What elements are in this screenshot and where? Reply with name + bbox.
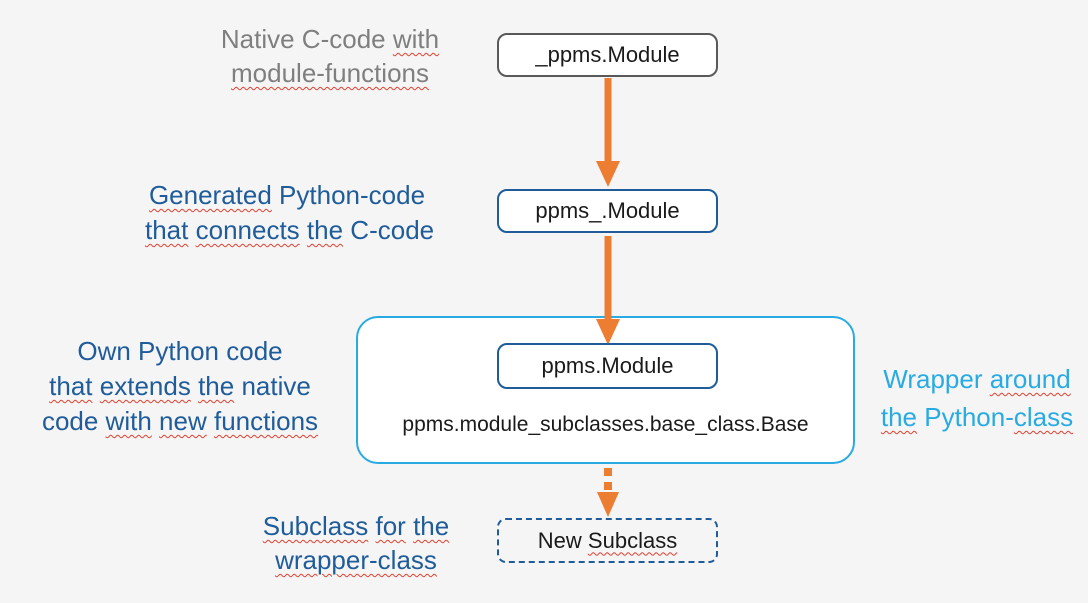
wrapper-container-box	[356, 316, 855, 464]
arrow-head	[597, 492, 619, 517]
label-own-python-code: Own Python code that extends the native …	[25, 334, 335, 439]
word: Python-code	[271, 180, 426, 210]
misspelled-word: that	[49, 371, 93, 401]
misspelled-word: class	[1013, 402, 1074, 432]
misspelled-word: the	[306, 215, 344, 245]
misspelled-word: around	[989, 364, 1071, 394]
node-label: New Subclass	[538, 528, 677, 554]
label-line: wrapper-class	[250, 543, 462, 577]
misspelled-word: wrapper-class	[275, 545, 437, 575]
misspelled-word: functions	[213, 406, 319, 436]
misspelled-word: the	[413, 511, 450, 541]
misspelled-word: the	[198, 371, 235, 401]
word: C-code	[343, 215, 435, 245]
word: native	[234, 371, 311, 401]
word: Native C-code	[220, 24, 393, 54]
word: code	[41, 406, 106, 436]
base-class-path-text: ppms.module_subclasses.base_class.Base	[402, 413, 809, 436]
misspelled-word: the	[880, 402, 918, 432]
word	[406, 511, 413, 541]
node-label: _ppms.Module	[535, 42, 680, 67]
misspelled-word: for	[375, 511, 406, 541]
label-wrapper-around: Wrapper around the Python-class	[866, 360, 1088, 436]
label-generated-python-code: Generated Python-code that connects the …	[145, 178, 434, 248]
label-line: Wrapper around	[866, 360, 1088, 398]
node-wrapper-module: ppms.Module	[497, 343, 718, 389]
word: Python-	[917, 402, 1014, 432]
label-native-c-code: Native C-code with module-functions	[205, 22, 455, 90]
word	[300, 215, 307, 245]
node-generated-module: ppms_.Module	[497, 189, 718, 233]
misspelled-word: Generated	[148, 180, 272, 210]
arrow-head	[596, 161, 620, 187]
label-line: that connects the C-code	[145, 213, 434, 248]
word	[368, 511, 375, 541]
node-label: ppms_.Module	[535, 198, 680, 223]
misspelled-word: that	[145, 215, 189, 245]
label-line: the Python-class	[866, 398, 1088, 436]
label-line: that extends the native	[25, 369, 335, 404]
label-line: code with new functions	[25, 404, 335, 439]
word	[152, 406, 159, 436]
node-label: ppms.Module	[541, 353, 674, 378]
label-subclass-for-wrapper: Subclass for the wrapper-class	[250, 509, 462, 577]
misspelled-word: with	[392, 24, 440, 54]
word	[191, 371, 198, 401]
word: New	[537, 527, 588, 553]
label-line: Subclass for the	[250, 509, 462, 543]
word	[188, 215, 195, 245]
node-new-subclass: New Subclass	[497, 518, 718, 563]
arrow-wrapper-to-subclass-dotted	[597, 468, 619, 517]
node-native-c-module: _ppms.Module	[497, 33, 718, 77]
word	[93, 371, 100, 401]
misspelled-word: Subclass	[587, 527, 678, 553]
misspelled-word: extends	[99, 371, 191, 401]
misspelled-word: new	[159, 406, 207, 436]
arrow-native-to-generated	[596, 78, 620, 187]
misspelled-word: with	[105, 406, 152, 436]
label-line: Native C-code with	[205, 22, 455, 56]
misspelled-word: connects	[195, 215, 300, 245]
label-line: Generated Python-code	[145, 178, 429, 213]
misspelled-word: Subclass	[262, 511, 369, 541]
word	[207, 406, 214, 436]
misspelled-word: module-functions	[231, 58, 429, 88]
word: Own Python code	[77, 336, 283, 366]
label-line: Own Python code	[25, 334, 335, 369]
word: Wrapper	[883, 364, 990, 394]
label-line: module-functions	[205, 56, 455, 90]
